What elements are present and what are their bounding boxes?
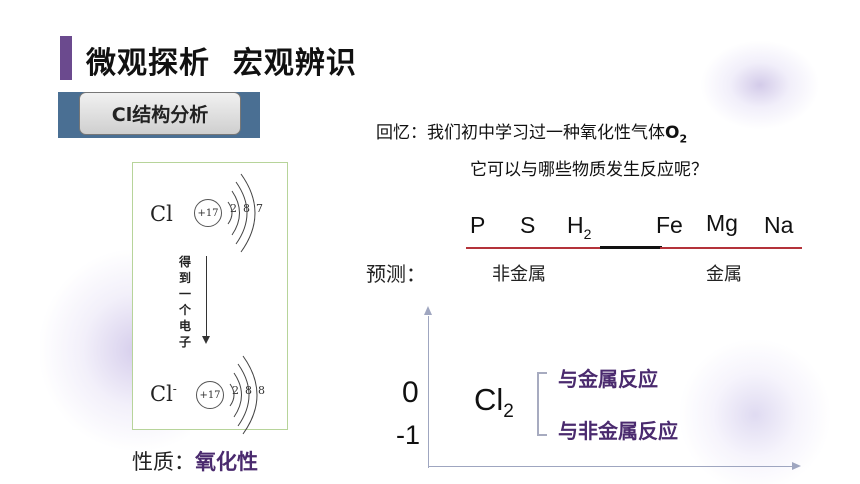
axis-right-arrow-icon [792,462,801,470]
element-fe: Fe [656,212,683,238]
reaction-bracket [537,372,547,436]
cl-atom-symbol: Cl [150,202,173,226]
decorative-glow [680,340,830,484]
chlorine-molecule: Cl2 [474,382,514,422]
cl-ion-shell-2-count: 8 [245,384,252,397]
valence-zero-label: 0 [402,376,419,409]
nonmetal-underline [466,247,602,249]
axis-up-arrow-icon [424,306,432,315]
vertical-axis [428,316,429,468]
cl-electron-shells [227,173,256,253]
page-title: 微观探析 宏观辨识 [86,46,357,81]
title-accent-bar [60,36,72,80]
cl-ion-symbol: Cl- [150,382,177,406]
metal-label: 金属 [706,264,742,285]
element-na: Na [764,212,794,238]
cl-ion-nucleus: +17 [196,381,224,409]
valence-minus-one-label: -1 [396,420,421,450]
reaction-with-metal: 与金属反应 [558,367,658,391]
element-p: P [470,212,486,238]
cl-ion-shell-1-count: 2 [232,384,239,397]
predict-label: 预测： [366,262,426,286]
metal-underline [660,247,802,249]
cl-ion-electron-shells [229,355,258,435]
property-line: 性质：氧化性 [132,446,258,476]
horizontal-axis [428,466,794,467]
cl-shell-3-count: 7 [256,202,263,215]
reaction-with-nonmetal: 与非金属反应 [558,419,678,443]
recall-question-line-2: 它可以与哪些物质发生反应呢？ [470,160,708,180]
down-arrow-line [206,256,207,338]
divider-line [600,246,662,249]
cl-shell-1-count: 2 [230,202,237,215]
property-value: 氧化性 [195,450,258,474]
section-button[interactable]: Cl结构分析 [79,92,241,135]
gain-electron-label: 得 到 一 个 电 子 [178,255,191,349]
down-arrow-icon [202,336,210,344]
element-h2: H2 [567,212,592,242]
cl-nucleus: +17 [194,199,222,227]
cl-ion-shell-3-count: 8 [258,384,265,397]
element-s: S [520,212,536,238]
decorative-glow [700,40,820,130]
cl-shell-2-count: 8 [243,202,250,215]
property-label: 性质： [132,450,195,474]
element-mg: Mg [706,210,738,236]
nonmetal-label: 非金属 [492,264,546,285]
oxygen-formula: O2 [665,123,688,146]
recall-question-line-1: 回忆：我们初中学习过一种氧化性气体O2 [376,123,688,146]
